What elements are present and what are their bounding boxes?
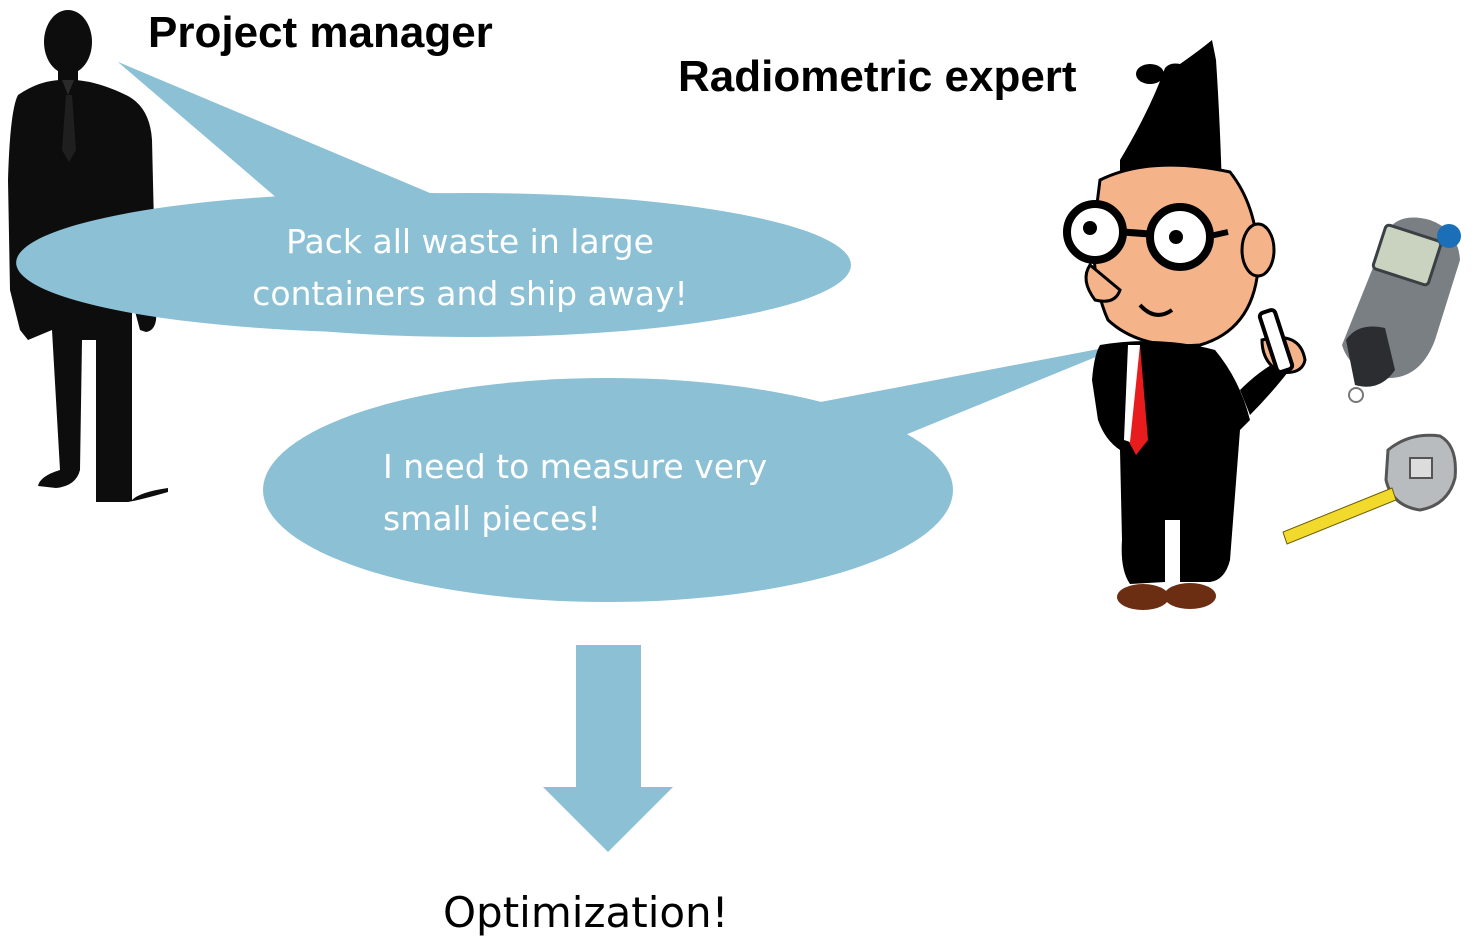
expert-speech-line: small pieces! — [383, 499, 601, 538]
down-arrow-icon — [543, 645, 673, 852]
radiometric-expert-cartoon — [1063, 40, 1307, 610]
expert-speech-bubble-tail — [810, 343, 1130, 435]
expert-speech-bubble-body — [263, 378, 953, 602]
radiation-survey-meter-icon — [1342, 217, 1461, 403]
project-manager-speech-line: containers and ship away! — [252, 274, 688, 313]
project-manager-speech-text: Pack all waste in large containers and s… — [180, 216, 760, 320]
project-manager-speech-bubble-tail — [118, 62, 430, 205]
project-manager-label: Project manager — [148, 8, 493, 57]
project-manager-speech-line: Pack all waste in large — [286, 222, 654, 261]
expert-speech-text: I need to measure very small pieces! — [383, 441, 767, 545]
optimization-label: Optimization! — [443, 888, 729, 937]
tape-measure-icon — [1282, 433, 1457, 545]
radiometric-expert-label: Radiometric expert — [678, 52, 1077, 101]
expert-speech-line: I need to measure very — [383, 447, 768, 486]
project-manager-speech-bubble-body — [91, 193, 851, 337]
